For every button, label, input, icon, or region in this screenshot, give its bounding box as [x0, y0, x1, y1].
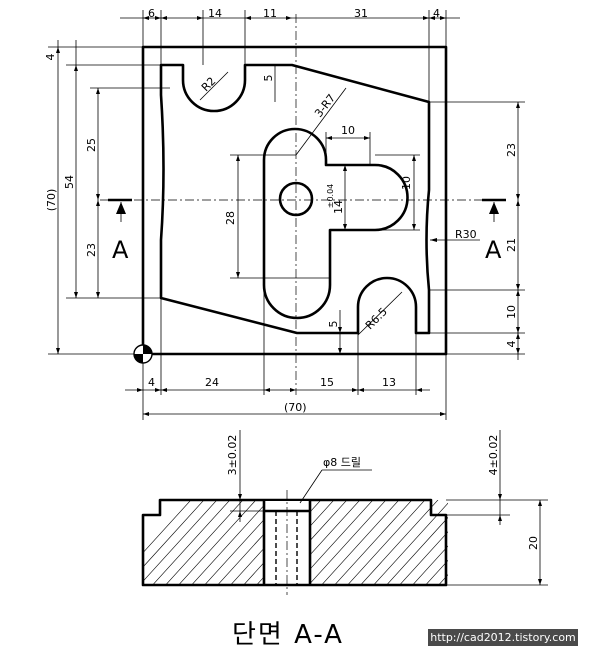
- hatch-line: [542, 490, 600, 600]
- hatch-line: [311, 500, 335, 526]
- dim-inner-tolerance: ±0.04: [326, 184, 335, 209]
- hatch-line: [437, 574, 448, 586]
- dim-inner-5-top: 5: [262, 75, 275, 82]
- t-shaped-island: [262, 127, 409, 320]
- dim-right-10: 10: [505, 305, 518, 319]
- hatch-line: [177, 500, 257, 586]
- dim-bottom-24: 24: [205, 376, 219, 389]
- hatch-line: [555, 490, 600, 600]
- dim-left-54: 54: [63, 175, 76, 189]
- hatch-line: [311, 500, 387, 583]
- hatch-line: [542, 490, 600, 600]
- hatch-line: [333, 500, 413, 586]
- radius-leaders: [199, 71, 480, 336]
- dim-top-31: 31: [354, 7, 368, 20]
- hatch-line: [424, 559, 448, 586]
- outer-boundary: [141, 45, 448, 356]
- watermark-badge: http://cad2012.tistory.com: [428, 629, 578, 646]
- label-r30: R30: [455, 228, 477, 241]
- hatch-line: [438, 490, 538, 600]
- dim-right-4: 4: [505, 341, 518, 348]
- dim-bottom-4: 4: [148, 376, 155, 389]
- dim-top-6: 6: [148, 7, 155, 20]
- hatch-line: [372, 502, 448, 586]
- dim-right-23: 23: [505, 143, 518, 157]
- hatch-line: [151, 500, 231, 586]
- section-arrows: [108, 198, 506, 222]
- inner-dimensions: [236, 136, 416, 354]
- hatch-right: [311, 490, 600, 600]
- depth-right: 4±0.02: [487, 435, 500, 476]
- hatch-line: [143, 500, 192, 554]
- label-3-r7: 3-R7: [312, 92, 338, 120]
- thickness-20: 20: [527, 536, 540, 550]
- hatch-line: [255, 576, 264, 586]
- dim-bottom-15: 15: [320, 376, 334, 389]
- plan-view: 6 14 11 31 4 4 25 54 23 (70) 23 21 10 4 …: [44, 7, 525, 420]
- dim-right-21: 21: [505, 238, 518, 252]
- hatch-line: [190, 504, 264, 586]
- hatch-line: [503, 490, 600, 600]
- hatch-line: [385, 517, 448, 586]
- hatch-line: [438, 490, 538, 600]
- hatch-line: [464, 490, 564, 600]
- hatch-line: [411, 545, 448, 586]
- dim-inner-5-bottom: 5: [327, 321, 340, 328]
- dim-inner-10-v: 10: [400, 176, 413, 190]
- hatch-line: [143, 500, 218, 582]
- hatch-line: [164, 500, 244, 586]
- left-dimensions: [56, 40, 100, 354]
- dim-bottom-13: 13: [382, 376, 396, 389]
- hatch-line: [311, 500, 374, 569]
- section-mark-right: A: [485, 236, 502, 264]
- section-profile: [141, 498, 448, 587]
- dim-left-70: (70): [45, 189, 58, 212]
- dim-left-4: 4: [44, 54, 57, 61]
- hatch-line: [464, 490, 564, 600]
- section-view: 3±0.02 4±0.02 φ8 드릴 20 단면 A-A: [141, 430, 600, 650]
- dim-inner-28: 28: [224, 211, 237, 225]
- hatch-line: [311, 500, 361, 555]
- dim-inner-10-h: 10: [341, 124, 355, 137]
- top-dimensions: [120, 16, 460, 102]
- dim-overall-70: (70): [284, 401, 307, 414]
- dim-top-14: 14: [208, 7, 222, 20]
- pocket-outline: [159, 63, 431, 335]
- origin-symbol: [133, 344, 153, 364]
- dim-top-4: 4: [433, 7, 440, 20]
- section-title: 단면 A-A: [232, 620, 344, 650]
- dim-left-23: 23: [85, 243, 98, 257]
- hatch-line: [311, 500, 348, 540]
- hatch-line: [346, 500, 426, 586]
- hatch-line: [203, 519, 264, 586]
- hatch-line: [398, 531, 448, 586]
- label-r6-5: R6.5: [363, 305, 390, 332]
- hatch-line: [503, 490, 600, 600]
- hatch-line: [143, 500, 205, 568]
- hatch-line: [555, 490, 600, 600]
- dim-top-11: 11: [263, 7, 277, 20]
- dim-left-25: 25: [85, 138, 98, 152]
- hatch-line: [229, 547, 264, 586]
- hatch-line: [320, 500, 400, 586]
- hatch-line: [242, 562, 264, 586]
- dim-inner-14: 14: [332, 200, 345, 214]
- hatch-left: [143, 490, 600, 600]
- extension-lines: [48, 10, 525, 420]
- section-mark-left: A: [112, 236, 129, 264]
- hatch-line: [216, 533, 264, 586]
- hatch-line: [311, 500, 322, 512]
- right-dimensions: [516, 102, 520, 360]
- depth-left: 3±0.02: [226, 435, 239, 476]
- drill-note: φ8 드릴: [323, 456, 361, 469]
- bottom-dimensions: [125, 388, 446, 416]
- label-r2: R2: [199, 75, 219, 95]
